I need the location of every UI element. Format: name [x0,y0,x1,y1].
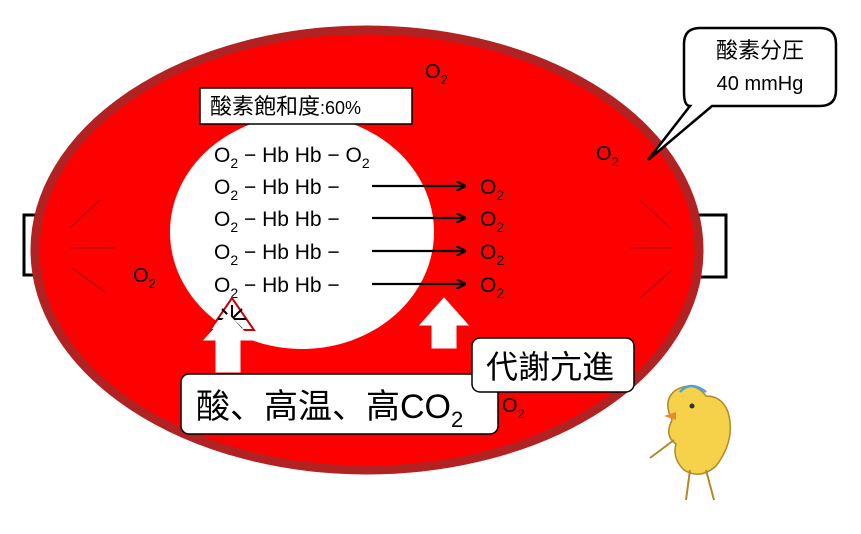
hb-row-2: O2 − Hb Hb − [214,176,340,203]
bubble-line-2: 40 mmHg [717,73,804,95]
partial-pressure-bubble: 酸素分圧 40 mmHg [647,26,838,161]
inner-pale-area [170,115,434,349]
free-o2-group: O2 O2 O2 O2 [133,61,619,421]
factors-box [180,373,499,435]
chick-icon [649,384,731,501]
metabolism-box [471,337,635,393]
released-o2-group: O2 O2 O2 O2 [480,176,504,301]
hb-row-5: O2 − Hb Hb − [214,274,340,301]
hb-row-4: O2 − Hb Hb − [214,241,340,268]
saturation-label: 酸素飽和度:60% [210,94,361,119]
bubble-line-1: 酸素分圧 [716,38,804,63]
cell-shading [69,199,673,299]
saturation-box [199,87,413,125]
up-arrow-metabolism [418,297,470,349]
free-o2-bottom: O2 [502,395,525,421]
free-o2-top: O2 [425,61,448,87]
metabolism-label: 代謝亢進 [486,349,614,385]
released-o2-3: O2 [480,241,504,268]
hb-row-1: O2 − Hb Hb − O2 [214,144,370,171]
free-o2-left: O2 [133,265,156,291]
released-o2-1: O2 [480,176,504,203]
released-o2-2: O2 [480,208,504,235]
hb-row-3: O2 − Hb Hb − [214,208,340,235]
up-arrow-factors [202,313,254,373]
factors-label: 酸、高温、高CO2 [196,388,463,432]
release-arrows [372,186,465,284]
free-o2-right: O2 [596,143,619,169]
released-o2-4: O2 [480,274,504,301]
hemoglobin-rows: O2 − Hb Hb − O2 O2 − Hb Hb − O2 − Hb Hb … [214,144,370,301]
